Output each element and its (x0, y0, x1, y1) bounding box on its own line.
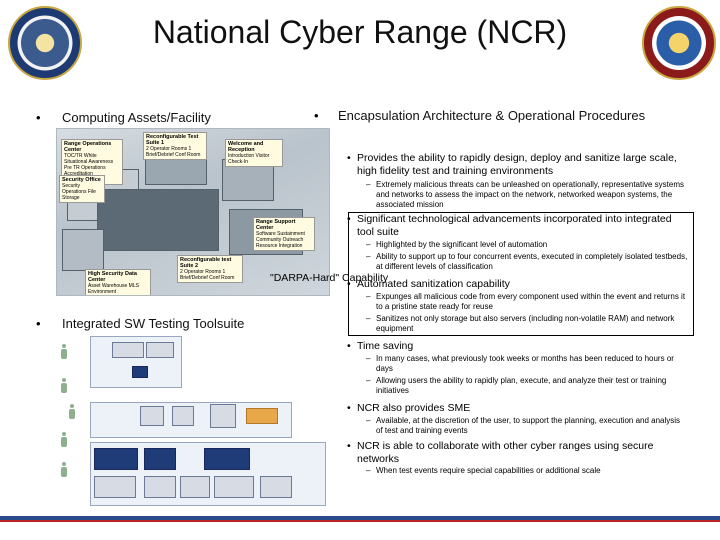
dash-icon: – (366, 314, 371, 323)
person-icon (60, 378, 68, 394)
dash-icon: – (366, 180, 371, 189)
sub-concurrent-events: Ability to support up to four concurrent… (376, 252, 688, 271)
bullet-icon: • (347, 278, 351, 290)
bullet-time-saving: Time saving (357, 340, 414, 352)
heading-encapsulation: Encapsulation Architecture & Operational… (338, 108, 646, 123)
bullet-icon: • (36, 316, 41, 331)
heading-integrated-toolsuite: Integrated SW Testing Toolsuite (62, 316, 245, 331)
dash-icon: – (366, 252, 371, 261)
bullet-icon: • (347, 402, 351, 414)
bullet-icon: • (314, 108, 319, 123)
person-icon (60, 432, 68, 448)
bullet-rapid-design: Provides the ability to rapidly design, … (357, 152, 677, 177)
bullet-icon: • (347, 213, 351, 225)
person-icon (68, 404, 76, 420)
resource-management-seal-icon (642, 6, 716, 80)
dash-icon: – (366, 354, 371, 363)
footer-bar (0, 516, 720, 520)
slide-title: National Cyber Range (NCR) (152, 14, 568, 50)
sub-expunges: Expunges all malicious code from every c… (376, 292, 686, 311)
dash-icon: – (366, 376, 371, 385)
bullet-icon: • (347, 152, 351, 164)
bullet-tech-advancements: Significant technological advancements i… (357, 213, 672, 238)
bullet-collaborate: NCR is able to collaborate with other cy… (357, 440, 654, 465)
sub-special-capabilities: When test events require special capabil… (376, 466, 601, 475)
highlight-box (348, 212, 694, 336)
bullet-sanitization: Automated sanitization capability (357, 278, 510, 290)
bullet-icon: • (347, 440, 351, 452)
sub-sanitizes-storage: Sanitizes not only storage but also serv… (376, 314, 675, 333)
person-icon (60, 462, 68, 478)
bullet-sme: NCR also provides SME (357, 402, 471, 414)
dash-icon: – (366, 466, 371, 475)
dash-icon: – (366, 416, 371, 425)
darpa-hard-label: "DARPA-Hard" Capability (270, 272, 389, 284)
sub-sme-available: Available, at the discretion of the user… (376, 416, 681, 435)
person-icon (60, 344, 68, 360)
dash-icon: – (366, 292, 371, 301)
sub-automation: Highlighted by the significant level of … (376, 240, 548, 249)
sub-malicious-threats: Extremely malicious threats can be unlea… (376, 180, 685, 209)
heading-computing-assets: Computing Assets/Facility (62, 110, 211, 125)
bullet-icon: • (347, 340, 351, 352)
sub-weeks-to-hours: In many cases, what previously took week… (376, 354, 674, 373)
sub-rapid-plan: Allowing users the ability to rapidly pl… (376, 376, 667, 395)
footer-accent (0, 520, 720, 522)
toolsuite-diagram (60, 332, 326, 510)
bullet-icon: • (36, 110, 41, 125)
dash-icon: – (366, 240, 371, 249)
dod-seal-icon (8, 6, 82, 80)
